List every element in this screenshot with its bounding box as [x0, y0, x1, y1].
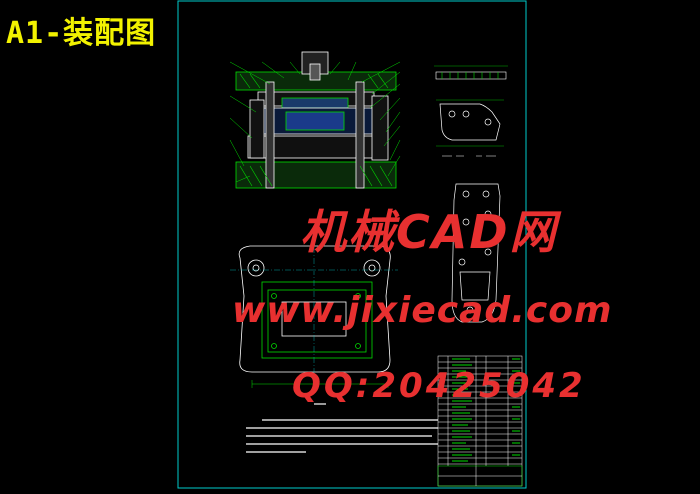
watermark-brand: 机械CAD网 [300, 205, 558, 259]
stripper-plate-view [451, 183, 501, 323]
part-detail-view [436, 99, 504, 147]
drawing-frame [177, 0, 527, 489]
strip-layout-view [434, 65, 508, 80]
front-view-leaders [229, 61, 401, 183]
front-section-view [235, 51, 397, 189]
plan-view [230, 236, 398, 392]
parts-list-entries [452, 358, 520, 462]
technical-requirements [246, 403, 438, 453]
parts-list-table [437, 355, 523, 487]
drawing-title: A1-装配图 [6, 16, 157, 51]
watermark-qq: QQ:20425042 [292, 366, 586, 406]
watermark-website: www.jixiecad.com [232, 290, 613, 331]
